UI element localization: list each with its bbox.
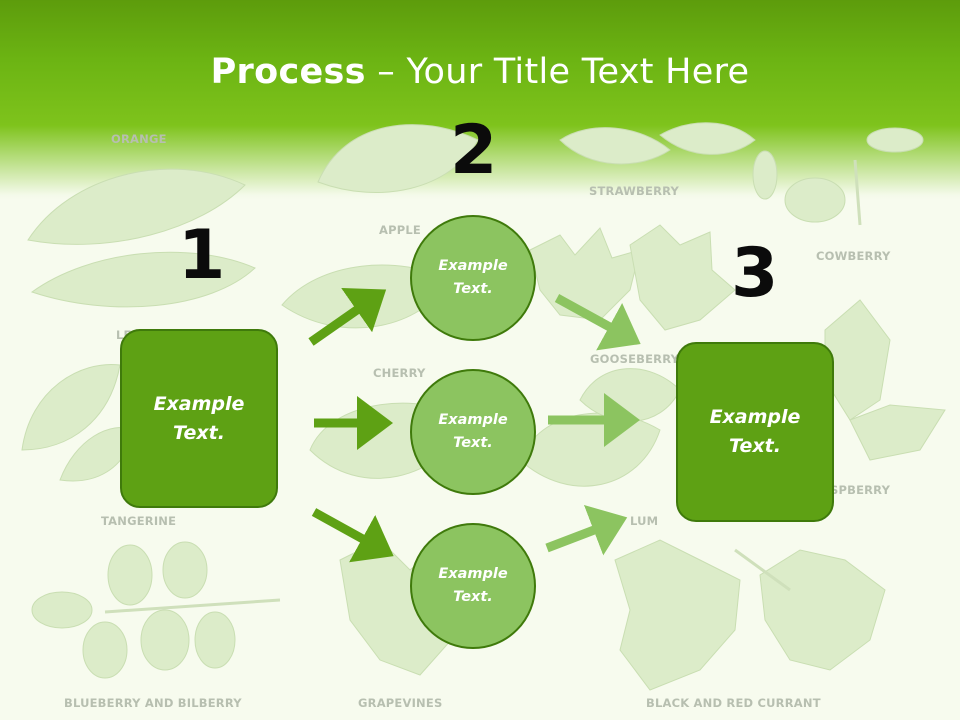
- step-1-text: Example Text.: [153, 392, 245, 444]
- step-number-2: 2: [450, 111, 498, 190]
- leaf-label-currant: BLACK AND RED CURRANT: [646, 696, 821, 710]
- orange-leaf-icon: [27, 168, 246, 245]
- leaf-label-grapevines: GRAPEVINES: [358, 696, 443, 710]
- blueberry-leaf-icon: [162, 541, 208, 599]
- leaf-label-tangerine: TANGERINE: [101, 514, 177, 528]
- step-1-box: Example Text.: [120, 329, 278, 508]
- strawberry-leaf-icon: [659, 122, 756, 155]
- slide-title-bold: Process: [210, 52, 366, 92]
- step-2-text-bottom: Example Text.: [438, 566, 508, 605]
- leaf-label-orange: ORANGE: [111, 132, 167, 146]
- blueberry-leaf-icon: [31, 591, 93, 629]
- step-2-text-top: Example Text.: [438, 258, 508, 297]
- arrow-2c-to-3: [545, 504, 628, 556]
- leaf-label-cherry: CHERRY: [373, 366, 426, 380]
- step-number-3: 3: [731, 234, 779, 313]
- step-2-circle-middle: Example Text.: [410, 369, 536, 495]
- leaf-label-strawberry: STRAWBERRY: [589, 184, 680, 198]
- slide-title: Process – Your Title Text Here: [0, 52, 960, 92]
- leaf-label-raspberry: SPBERRY: [830, 483, 891, 497]
- cowberry-leaf-icon: [866, 127, 924, 153]
- header-band: [0, 0, 960, 200]
- arrow-1-to-2a: [308, 288, 387, 346]
- currant-leaf-icon: [759, 549, 886, 671]
- leaf-label-apple: APPLE: [379, 223, 421, 237]
- leaf-label-cowberry: COWBERRY: [816, 249, 891, 263]
- apple-leaf-icon: [317, 124, 479, 193]
- leaf-label-gooseberry: GOOSEBERRY: [590, 352, 680, 366]
- gooseberry-leaf-icon: [629, 224, 736, 331]
- leaf-label-blueberry: BLUEBERRY AND BILBERRY: [64, 696, 242, 710]
- strawberry-leaf-icon: [559, 127, 671, 165]
- blueberry-leaf-icon: [82, 621, 128, 679]
- arrow-1-to-2c: [311, 508, 394, 563]
- arrow-2a-to-3: [554, 294, 641, 351]
- step-3-box: Example Text.: [676, 342, 834, 522]
- step-2-circle-top: Example Text.: [410, 215, 536, 341]
- step-3-text: Example Text.: [709, 406, 801, 457]
- blueberry-leaf-icon: [140, 609, 190, 671]
- cowberry-leaf-icon: [784, 177, 846, 223]
- raspberry-leaf-icon: [849, 404, 946, 461]
- leaf-label-plum: LUM: [630, 514, 659, 528]
- cowberry-leaf-icon: [752, 150, 778, 200]
- blueberry-leaf-icon: [194, 611, 236, 669]
- step-2-circle-bottom: Example Text.: [410, 523, 536, 649]
- step-2-text-middle: Example Text.: [438, 412, 508, 451]
- currant-leaf-icon: [614, 539, 741, 691]
- slide-title-rest: – Your Title Text Here: [365, 52, 750, 92]
- step-number-1: 1: [178, 216, 226, 295]
- orange-leaf-icon: [30, 251, 256, 308]
- blueberry-leaf-icon: [107, 544, 153, 606]
